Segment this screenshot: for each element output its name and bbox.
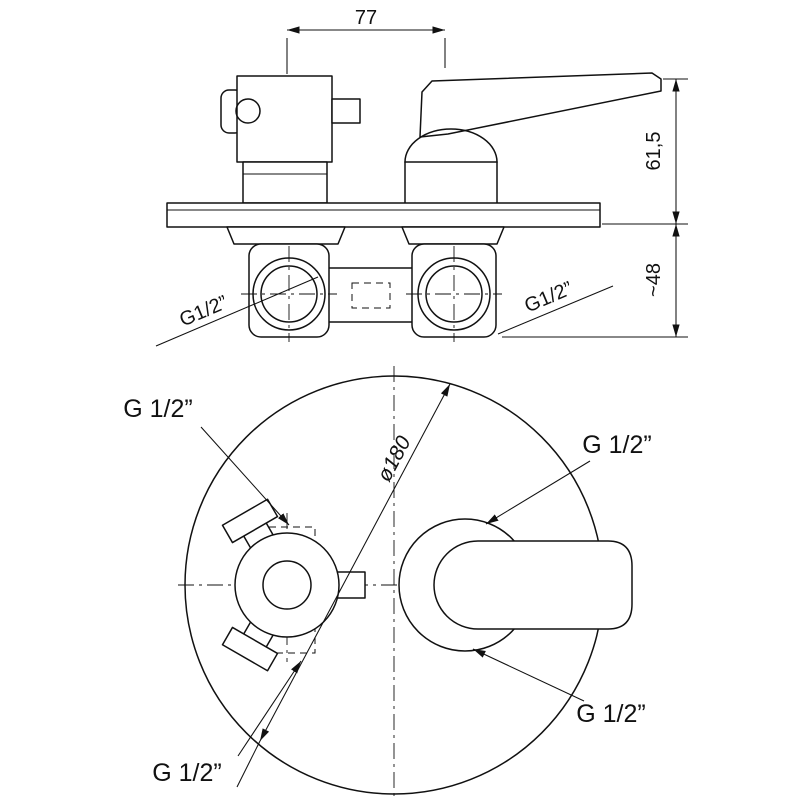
escutcheon-right xyxy=(401,226,505,245)
cartridge-dome xyxy=(404,128,498,163)
dimension-height: 61,5 xyxy=(602,78,688,225)
escutcheon-left xyxy=(226,226,346,245)
lever-arm xyxy=(433,540,633,630)
union-bore-left xyxy=(260,265,318,323)
diameter-label: ø180 xyxy=(373,432,416,485)
leader-line xyxy=(472,648,585,702)
thread-label-front-right: G1/2” xyxy=(497,278,614,335)
hidden-thread-rect xyxy=(351,282,391,309)
union-bore-right xyxy=(425,265,483,323)
thread-label: G 1/2” xyxy=(582,431,651,459)
thread-label-top-right: G 1/2” xyxy=(485,431,652,525)
diverter-knob xyxy=(235,98,261,124)
mounting-plate xyxy=(166,202,601,228)
wall-unions xyxy=(226,226,505,342)
cross-handle xyxy=(221,498,366,672)
dimension-width: 77 xyxy=(286,7,446,74)
leader-line xyxy=(237,660,302,757)
plate xyxy=(166,202,601,228)
leader-line xyxy=(155,276,319,347)
dimension-depth-label: ~48 xyxy=(643,263,665,297)
thread-label: G 1/2” xyxy=(152,759,221,787)
thread-label-bottom-left: G 1/2” xyxy=(152,660,302,787)
right-mixer xyxy=(404,72,662,204)
dimension-height-label: 61,5 xyxy=(643,132,665,171)
spout-stub xyxy=(331,98,361,124)
top-view: ø180 G 1/2” G 1/2” G 1/2” G 1/2” xyxy=(123,366,652,800)
leader-line xyxy=(200,426,290,526)
leader-line xyxy=(485,460,591,525)
diameter-line xyxy=(259,383,451,742)
valve-neck xyxy=(242,161,328,204)
left-valve-body xyxy=(220,75,361,204)
dimension-width-label: 77 xyxy=(355,7,377,29)
thread-label: G 1/2” xyxy=(123,395,192,423)
diameter-line-tail xyxy=(236,740,261,788)
leader-line xyxy=(497,285,614,335)
lever-handle-front xyxy=(419,72,662,138)
thread-label-top-left: G 1/2” xyxy=(123,395,290,526)
thread-label: G 1/2” xyxy=(576,700,645,728)
front-view: 77 xyxy=(155,7,688,347)
valve-body xyxy=(236,75,333,163)
dimension-depth: ~48 xyxy=(502,224,688,338)
thread-label: G1/2” xyxy=(521,278,576,318)
lever-handle-top xyxy=(398,518,633,652)
thread-label-bottom-right: G 1/2” xyxy=(472,648,646,728)
